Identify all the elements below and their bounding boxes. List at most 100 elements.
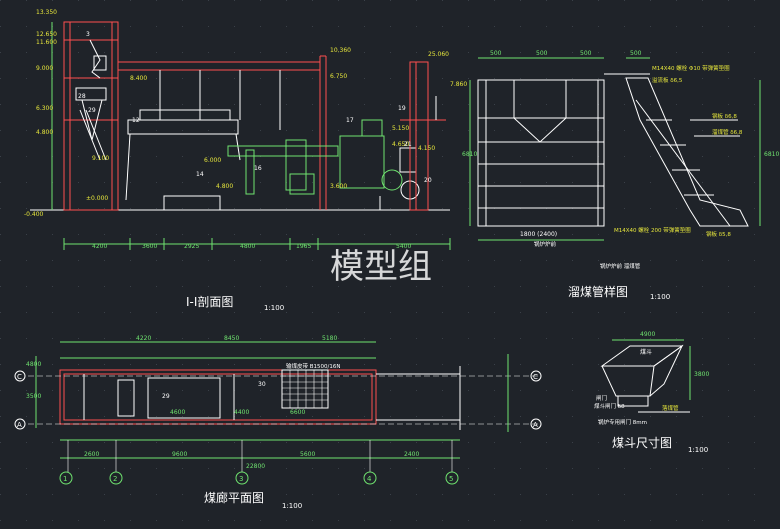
dimension-text: 5600: [300, 451, 315, 458]
note-text: 溜煤管 δ6,8: [712, 128, 743, 136]
pipe-frame: [477, 79, 605, 227]
dimension-text: 5400: [396, 243, 411, 250]
dimension-text: 22800: [246, 463, 265, 470]
dimension-text: 4200: [92, 243, 107, 250]
elevation-label: 10.360: [330, 47, 351, 54]
elevation-label: 8.400: [130, 75, 147, 82]
dimension-text: 8450: [224, 335, 239, 342]
elevation-label: 13.350: [36, 9, 57, 16]
note-text: M14X40 螺栓 200 带弹簧垫圈: [614, 226, 691, 234]
bucket-scale: 1:100: [688, 446, 708, 454]
item-number: 29: [162, 393, 170, 400]
note-text: 锅炉炉前: [534, 240, 557, 248]
dimension-text: 3600: [142, 243, 157, 250]
elevation-label: 4.800: [36, 129, 53, 136]
dimension-text: 6810: [764, 151, 779, 158]
elevation-label: 9.000: [36, 65, 53, 72]
hopper-pipe-view: [469, 57, 761, 241]
elevation-label: 7.860: [450, 81, 467, 88]
elevation-label: 3.600: [330, 183, 347, 190]
conveyor-belt: [127, 119, 239, 135]
note-text: 溢流板 δ6,5: [652, 76, 683, 84]
section-view: [30, 21, 451, 250]
plan-title: 煤廊平面图: [204, 490, 264, 505]
axis-label: A: [17, 421, 22, 429]
dimension-text: 3800: [694, 371, 709, 378]
dimension-text: 4900: [640, 331, 655, 338]
elevation-label: 4.650: [392, 141, 409, 148]
item-number: 28: [78, 93, 86, 100]
watermark: 模型组: [330, 247, 432, 287]
axis-label: 2: [113, 475, 117, 483]
note-text: 煤斗闸门 δ8: [594, 402, 625, 410]
note-text: 钢板 δ6,8: [712, 112, 737, 120]
dimension-text: 4600: [170, 409, 185, 416]
grating: [281, 369, 329, 409]
item-number: 16: [254, 165, 262, 172]
dimension-text: 2600: [84, 451, 99, 458]
dimension-text: 5180: [322, 335, 337, 342]
elevation-label: 6.000: [204, 157, 221, 164]
note-text: 落煤管: [662, 404, 679, 412]
tower-outline: [63, 21, 119, 211]
pipe-side-view: [625, 77, 749, 227]
section-title: I-I剖面图: [186, 295, 233, 309]
dimension-text: 2925: [184, 243, 199, 250]
dimension-text: 500: [580, 50, 592, 57]
item-number: 14: [196, 171, 204, 178]
dimension-text: 2400: [404, 451, 419, 458]
item-number: 30: [258, 381, 266, 388]
item-number: 19: [398, 105, 406, 112]
axis-label: 1: [63, 475, 67, 483]
note-text: 闸门: [596, 394, 607, 402]
dimension-text: 4400: [234, 409, 249, 416]
belt-label: 输煤皮带 B1500/16N: [286, 362, 341, 370]
elevation-label: 4.150: [418, 145, 435, 152]
axis-label: 3: [239, 475, 243, 483]
elevation-label: 5.150: [392, 125, 409, 132]
item-number: 20: [424, 177, 432, 184]
axis-label: C: [17, 373, 22, 381]
plan-scale: 1:100: [282, 502, 302, 510]
axis-bubbles: C A C A 1 2 3 4 5: [14, 370, 542, 485]
note-text: 锅炉专用闸门 8mm: [598, 418, 647, 426]
dimension-text: 1800 (2400): [520, 231, 557, 238]
plan-view: [28, 341, 540, 472]
bucket-label: 煤斗: [640, 348, 652, 356]
item-number: 21: [404, 141, 412, 148]
section-scale: 1:100: [264, 304, 284, 312]
hopper-title: 溜煤管样图: [568, 284, 628, 299]
dimension-text: 500: [630, 50, 642, 57]
note-text: 锅炉炉前 溜煤管: [600, 262, 641, 270]
item-number: 29: [88, 107, 96, 114]
dimension-text: 4220: [136, 335, 151, 342]
elevation-label: 12.650: [36, 31, 57, 38]
axis-label: 5: [449, 475, 453, 483]
item-number: 3: [86, 31, 90, 38]
note-text: M14X40 螺栓 Φ10 带弹簧垫圈: [652, 64, 730, 72]
dimension-text: 4800: [240, 243, 255, 250]
dimension-text: 3500: [26, 393, 41, 400]
elevation-label: 6.300: [36, 105, 53, 112]
elevation-label: -0.400: [24, 211, 44, 218]
elevation-label: 25.060: [428, 51, 449, 58]
chimney: [409, 61, 429, 211]
dimension-text: 500: [490, 50, 502, 57]
elevation-label: 6.750: [330, 73, 347, 80]
elevation-label: 9.100: [92, 155, 109, 162]
dimension-text: 6600: [290, 409, 305, 416]
bucket-title: 煤斗尺寸图: [612, 436, 672, 450]
axis-label: 4: [367, 475, 372, 483]
dimension-text: 1965: [296, 243, 311, 250]
elevation-label: ±0.000: [86, 195, 108, 202]
elevation-label: 4.800: [216, 183, 233, 190]
dimension-text: 9600: [172, 451, 187, 458]
note-text: 钢板 δ5,8: [706, 230, 731, 238]
dimension-text: 6810: [462, 151, 477, 158]
dimension-text: 500: [536, 50, 548, 57]
dimension-text: 4800: [26, 361, 41, 368]
